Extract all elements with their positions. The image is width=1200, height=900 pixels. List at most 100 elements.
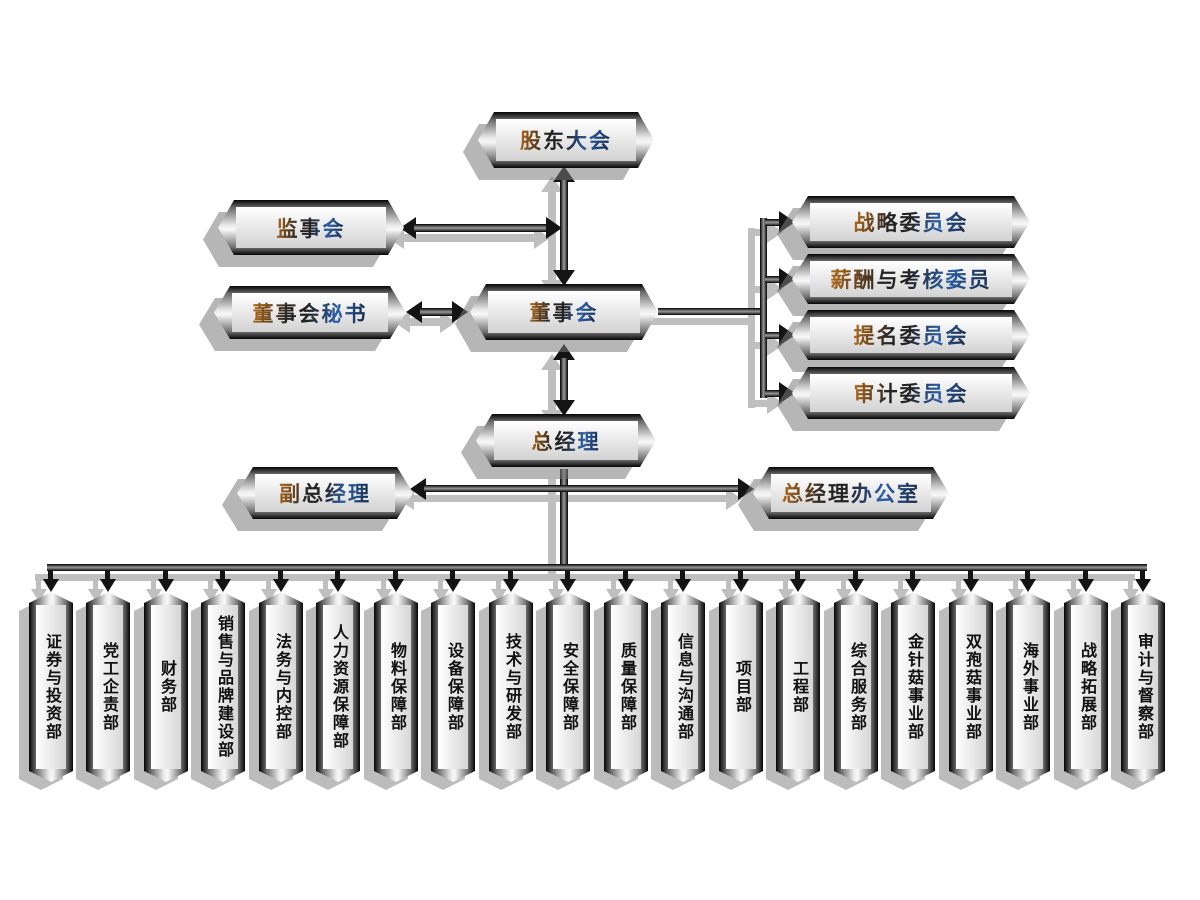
connector-line-v: [560, 180, 568, 272]
org-node-department: 双孢菇事业部: [949, 592, 993, 782]
org-node-department: 工程部: [776, 592, 820, 782]
connector-line-h: [414, 224, 550, 232]
org-node-department: 综合服务部: [834, 592, 878, 782]
connector-arrowhead: [553, 344, 575, 360]
org-node-department: 物料保障部: [374, 592, 418, 782]
org-node-department: 人力资源保障部: [316, 592, 360, 782]
department-label: 信息与沟通部: [675, 633, 692, 741]
connector-arrowhead: [779, 382, 795, 404]
org-node-department: 安全保障部: [546, 592, 590, 782]
department-label: 审计与督察部: [1135, 633, 1152, 741]
org-node-deputy-general-manager: 副总经理: [237, 467, 413, 519]
org-node-general-manager: 总经理: [476, 414, 656, 467]
node-label: 董事会: [530, 297, 599, 327]
connector-arrow-down: [560, 571, 576, 592]
connector-arrowhead: [779, 268, 795, 290]
connector-arrow-down: [905, 571, 921, 592]
connector-arrow-down: [733, 571, 749, 592]
connector-arrowhead: [738, 478, 754, 500]
node-label: 战略委员会: [854, 207, 969, 237]
connector-line-h: [765, 332, 781, 339]
org-node-department: 金针菇事业部: [891, 592, 935, 782]
connector-arrowhead: [410, 478, 426, 500]
department-label: 安全保障部: [560, 642, 577, 732]
connector-line-h: [420, 308, 454, 316]
node-label: 薪酬与考核委员: [831, 264, 992, 294]
org-node-nomination-committee: 提名委员会: [792, 310, 1030, 360]
connector-arrow-down: [388, 571, 404, 592]
connector-arrow-down: [273, 571, 289, 592]
connector-arrowhead: [452, 301, 468, 323]
department-label: 双孢菇事业部: [963, 633, 980, 741]
connector-line-h: [424, 485, 564, 492]
org-node-supervisory-board: 监事会: [218, 200, 404, 255]
department-label: 质量保障部: [618, 642, 635, 732]
org-node-board-of-directors: 董事会: [470, 284, 658, 340]
connector-arrow-down: [158, 571, 174, 592]
org-node-shareholders: 股东大会: [478, 112, 654, 168]
connector-arrow-down: [43, 571, 59, 592]
connector-arrowhead: [553, 400, 575, 416]
org-node-department: 质量保障部: [604, 592, 648, 782]
org-node-audit-committee: 审计委员会: [792, 367, 1030, 419]
connector-arrowhead: [406, 301, 422, 323]
node-label: 董事会秘书: [253, 298, 368, 328]
org-node-compensation-committee: 薪酬与考核委员: [792, 254, 1030, 304]
connector-arrow-down: [445, 571, 461, 592]
department-label: 技术与研发部: [503, 633, 520, 741]
department-label: 党工企责部: [100, 642, 117, 732]
connector-arrow-down: [1135, 571, 1151, 592]
department-label: 综合服务部: [848, 642, 865, 732]
org-node-department: 海外事业部: [1006, 592, 1050, 782]
node-label: 副总经理: [279, 478, 371, 508]
org-node-department: 项目部: [719, 592, 763, 782]
connector-line-h: [765, 276, 781, 283]
connector-arrow-down: [675, 571, 691, 592]
connector-arrow-down: [618, 571, 634, 592]
org-node-department: 信息与沟通部: [661, 592, 705, 782]
node-label: 审计委员会: [854, 378, 969, 408]
org-node-department: 审计与督察部: [1121, 592, 1165, 782]
node-label: 股东大会: [520, 125, 612, 155]
org-node-board-secretary: 董事会秘书: [214, 286, 406, 339]
org-node-department: 法务与内控部: [259, 592, 303, 782]
org-node-department: 设备保障部: [431, 592, 475, 782]
org-node-department: 销售与品牌建设部: [201, 592, 245, 782]
connector-arrow-down: [963, 571, 979, 592]
connector-arrowhead: [553, 270, 575, 286]
node-label: 总经理办公室: [782, 478, 920, 508]
connector-arrow-down: [330, 571, 346, 592]
org-node-strategy-committee: 战略委员会: [792, 196, 1030, 248]
connector-line-h: [564, 485, 740, 492]
department-label: 人力资源保障部: [330, 624, 347, 750]
connector-line-h: [765, 219, 781, 226]
connector-line-h: [765, 390, 781, 397]
connector-line-v: [560, 358, 568, 402]
department-label: 销售与品牌建设部: [215, 615, 232, 759]
connector-arrowhead: [553, 166, 575, 182]
org-node-department: 战略拓展部: [1064, 592, 1108, 782]
node-label: 监事会: [277, 213, 346, 243]
node-label: 提名委员会: [854, 320, 969, 350]
connector-arrowhead: [779, 211, 795, 233]
connector-arrow-down: [100, 571, 116, 592]
node-label: 总经理: [532, 426, 601, 456]
connector-arrow-down: [790, 571, 806, 592]
org-node-gm-office: 总经理办公室: [753, 467, 949, 519]
department-label: 证券与投资部: [43, 633, 60, 741]
org-node-department: 技术与研发部: [489, 592, 533, 782]
org-node-department: 党工企责部: [86, 592, 130, 782]
department-label: 法务与内控部: [273, 633, 290, 741]
org-node-department: 财务部: [144, 592, 188, 782]
department-label: 项目部: [733, 660, 750, 714]
connector-line-v: [760, 218, 767, 398]
department-label: 战略拓展部: [1078, 642, 1095, 732]
connector-arrow-down: [1078, 571, 1094, 592]
connector-line-h: [658, 308, 765, 315]
department-label: 物料保障部: [388, 642, 405, 732]
connector-arrow-down: [1020, 571, 1036, 592]
connector-arrowhead: [546, 217, 562, 239]
department-label: 财务部: [158, 660, 175, 714]
